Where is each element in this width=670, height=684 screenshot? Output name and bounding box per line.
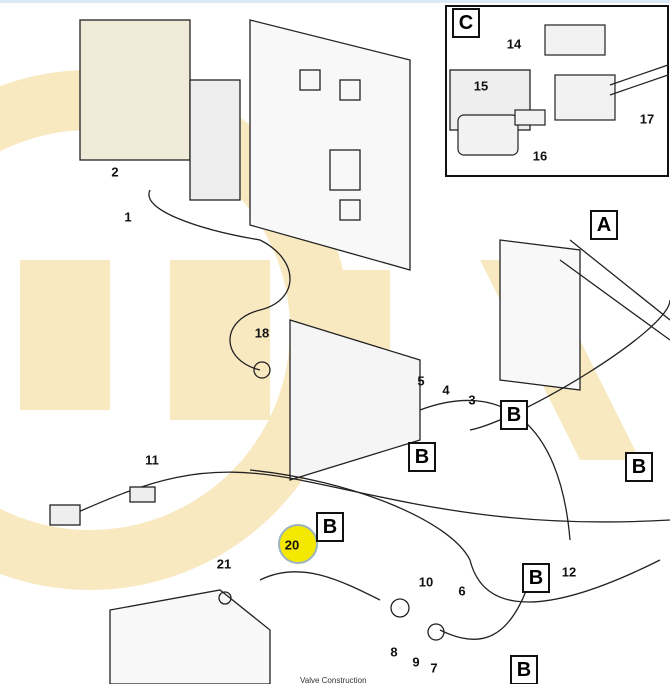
top-bar — [0, 0, 670, 3]
footer-caption: Valve Construction — [300, 676, 367, 684]
callout-14: 14 — [506, 36, 522, 52]
highlight-circle — [278, 524, 318, 564]
callout-10: 10 — [418, 574, 434, 590]
callout-5: 5 — [417, 373, 425, 389]
view-b-label: B — [625, 452, 653, 482]
callout-9: 9 — [412, 654, 420, 670]
view-b-label: B — [316, 512, 344, 542]
view-b-label: B — [522, 563, 550, 593]
callout-15: 15 — [473, 78, 489, 94]
view-a-label: A — [590, 210, 618, 240]
callout-18: 18 — [254, 325, 270, 341]
callout-3: 3 — [468, 392, 476, 408]
callout-17: 17 — [639, 111, 655, 127]
callout-7: 7 — [430, 660, 438, 676]
view-b-label: B — [500, 400, 528, 430]
callout-1: 1 — [124, 209, 132, 225]
callout-8: 8 — [390, 644, 398, 660]
view-c-label: C — [452, 8, 480, 38]
callout-6: 6 — [458, 583, 466, 599]
relays — [299, 69, 361, 221]
view-b-label: B — [408, 442, 436, 472]
callout-21: 21 — [216, 556, 232, 572]
view-b-label: B — [510, 655, 538, 684]
detail-c-frame — [445, 5, 669, 177]
callout-4: 4 — [442, 382, 450, 398]
callout-11: 11 — [145, 452, 159, 468]
detail-c-parts — [457, 24, 669, 156]
callout-16: 16 — [532, 148, 548, 164]
callout-2: 2 — [111, 164, 119, 180]
callout-20: 20 — [284, 537, 300, 553]
callout-12: 12 — [561, 564, 577, 580]
